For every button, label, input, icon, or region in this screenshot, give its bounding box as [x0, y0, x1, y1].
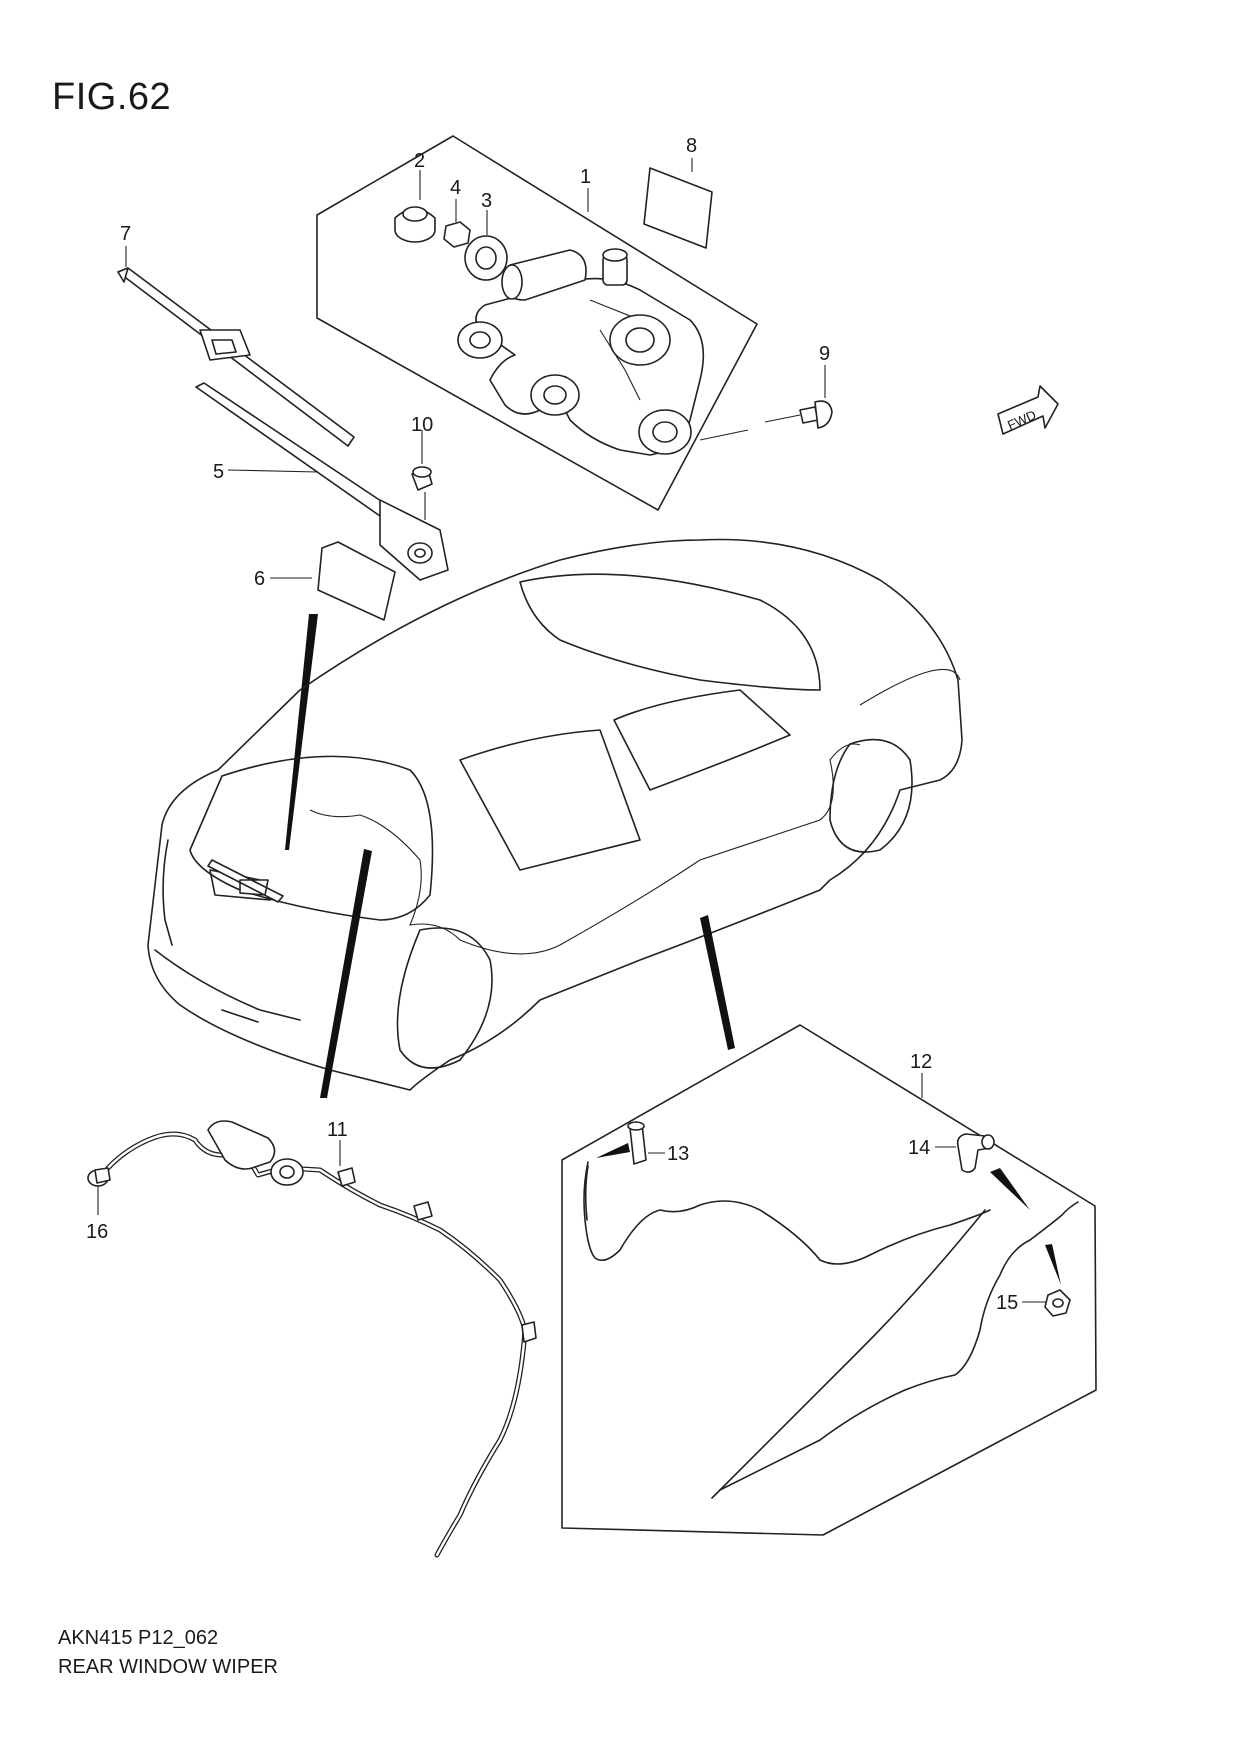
pointer-arrow-blade [285, 614, 318, 850]
figure-name: REAR WINDOW WIPER [58, 1656, 278, 1678]
rear-washer-hose[interactable] [105, 1120, 537, 1558]
washer-hose-group [561, 1024, 1097, 1536]
car-rear-wiper [207, 859, 284, 903]
part-grommet[interactable] [87, 1167, 111, 1215]
part-label-plate[interactable] [643, 167, 713, 249]
part-bolt[interactable] [764, 400, 833, 429]
callout-3: 3 [481, 190, 492, 212]
callout-2: 2 [414, 150, 425, 172]
car-hose-route [309, 743, 861, 955]
front-washer-hose[interactable] [583, 1161, 1079, 1499]
callout-4: 4 [450, 177, 461, 199]
part-elbow-joint[interactable] [935, 1133, 1030, 1210]
callout-numbers: 1 2 3 4 5 6 7 8 9 10 11 12 13 14 15 16 [86, 135, 1018, 1314]
car-body [147, 538, 963, 1091]
part-arm-nut[interactable] [411, 466, 433, 520]
part-washer-clip[interactable] [1022, 1244, 1071, 1317]
callout-9: 9 [819, 343, 830, 365]
callout-16: 16 [86, 1221, 108, 1243]
callout-10: 10 [411, 414, 433, 436]
callout-12: 12 [910, 1051, 932, 1073]
wiper-blade[interactable] [117, 267, 355, 447]
part-seal[interactable] [464, 235, 508, 281]
figure-title: FIG.62 [52, 76, 172, 118]
callout-6: 6 [254, 568, 265, 590]
washer-hose-outline [561, 1024, 1097, 1536]
wiper-motor[interactable] [457, 248, 705, 456]
part-cap[interactable] [394, 206, 436, 243]
part-nut[interactable] [443, 221, 471, 248]
callout-8: 8 [686, 135, 697, 157]
pointer-arrow-hose [320, 849, 372, 1098]
callout-5: 5 [213, 461, 224, 483]
callout-13: 13 [667, 1143, 689, 1165]
pointer-arrow-washer-box [700, 915, 735, 1050]
callout-7: 7 [120, 223, 131, 245]
callout-14: 14 [908, 1137, 930, 1159]
part-arm-cap[interactable] [317, 541, 396, 621]
fwd-direction-badge: FWD [997, 385, 1059, 435]
wiper-arm[interactable] [195, 382, 449, 581]
callout-11: 11 [327, 1119, 348, 1141]
figure-code: AKN415 P12_062 [58, 1627, 219, 1649]
part-joint[interactable] [596, 1121, 665, 1165]
callout-15: 15 [996, 1292, 1018, 1314]
callout-1: 1 [580, 166, 591, 188]
motor-assembly-group [316, 135, 758, 511]
motor-assembly-outline [316, 135, 758, 511]
